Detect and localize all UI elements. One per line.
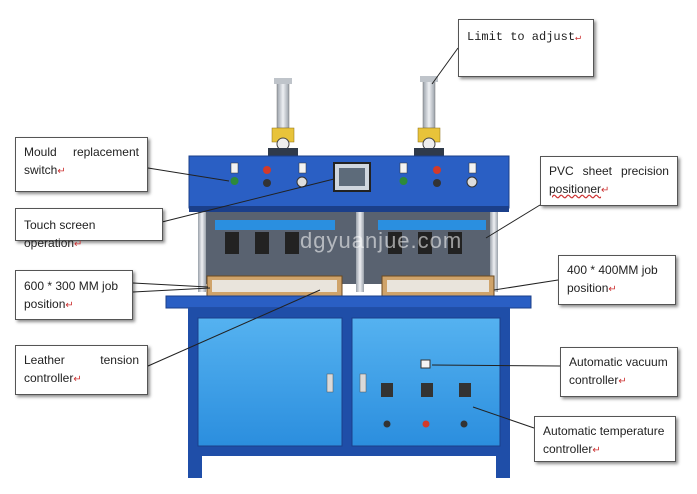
callout-automatic-temperature-controller: Automatic temperature controller↵	[534, 416, 676, 462]
worktop	[165, 295, 532, 309]
right-cylinder	[414, 76, 444, 156]
callout-automatic-vacuum-controller: Automatic vacuum controller↵	[560, 347, 678, 397]
callout-job-position-600x300: 600 * 300 MM job position↵	[15, 270, 133, 320]
callout-touch-screen-operation: Touch screen operation↵	[15, 208, 163, 250]
callout-limit-to-adjust: Limit to adjust↵	[458, 19, 594, 77]
leg-left	[188, 456, 202, 478]
leg-right	[496, 456, 510, 478]
leader-lines	[132, 47, 561, 429]
vacuum-controller-display	[420, 359, 431, 369]
temperature-controller-3	[459, 383, 471, 397]
cabinet-door-left	[197, 317, 343, 447]
temperature-controller-1	[381, 383, 393, 397]
left-cylinder	[268, 78, 298, 156]
watermark: dgyuanjue.com	[300, 228, 463, 253]
temperature-controller-2	[421, 383, 433, 397]
panel-switches	[230, 162, 478, 188]
callout-job-position-400x400: 400 * 400MM job position↵	[558, 255, 676, 305]
